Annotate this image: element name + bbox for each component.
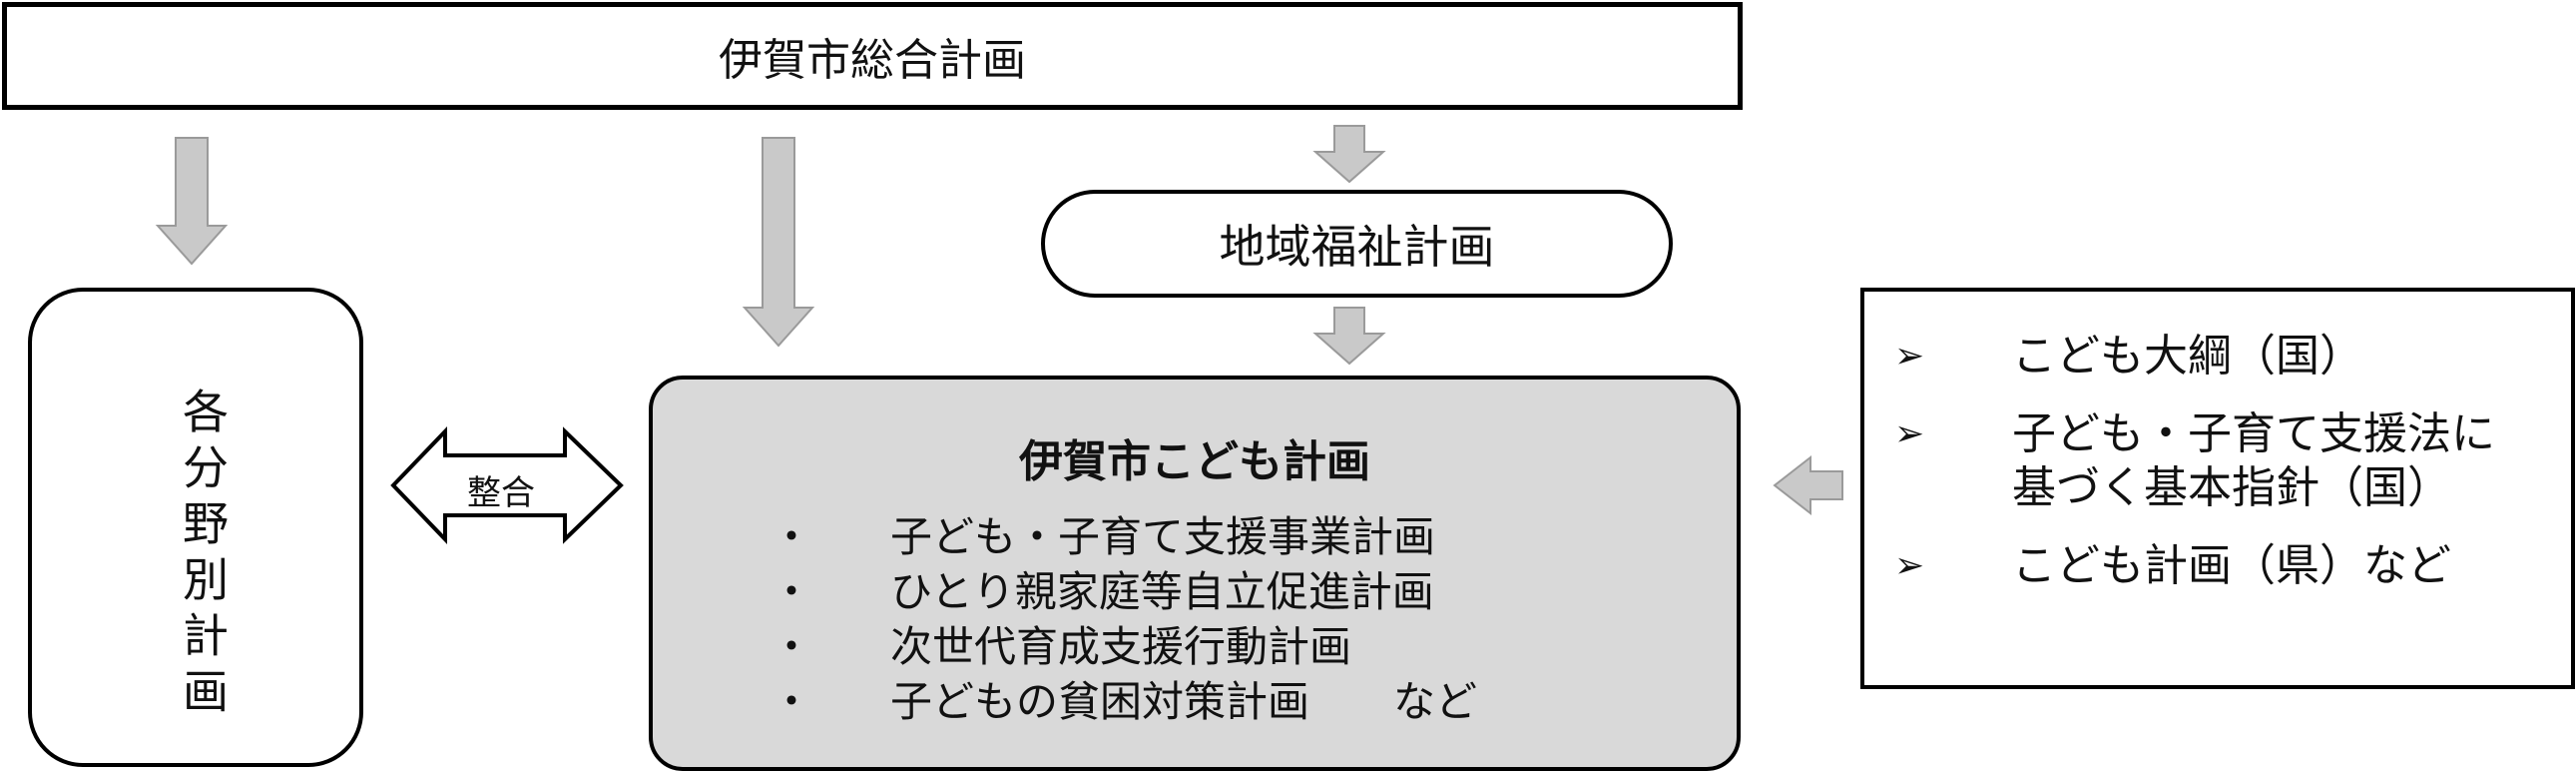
national-guidelines-list: ➢こども大綱（国） ➢子ども・子育て支援法に基づく基本指針（国） ➢こども計画（… <box>1894 330 2531 617</box>
arrowhead-bullet-icon: ➢ <box>1894 545 1925 586</box>
regional-welfare-plan-box: 地域福祉計画 <box>1041 190 1673 298</box>
children-plan-list: ・子ども・子育て支援事業計画 ・ひとり親家庭等自立促進計画 ・次世代育成支援行動… <box>771 509 1477 729</box>
arrow-left-to-main-box <box>1773 454 1843 516</box>
list-item: ・子ども・子育て支援事業計画 <box>771 509 1477 564</box>
children-plan-title: 伊賀市こども計画 <box>1019 436 1370 487</box>
list-item: ・子どもの貧困対策計画 など <box>771 674 1477 729</box>
arrow-down-to-main-box-2 <box>1312 307 1386 366</box>
children-plan-box: 伊賀市こども計画 ・子ども・子育て支援事業計画 ・ひとり親家庭等自立促進計画 ・… <box>649 376 1741 771</box>
sector-plans-title: 各分野別計画 <box>176 387 230 723</box>
arrow-down-to-main-box <box>742 137 815 348</box>
arrowhead-bullet-icon: ➢ <box>1894 336 1925 377</box>
bullet: ・ <box>771 567 813 616</box>
sector-plans-box: 各分野別計画 <box>28 288 363 767</box>
list-item: ➢こども計画（県）など <box>1894 540 2451 591</box>
list-item: ・ひとり親家庭等自立促進計画 <box>771 564 1477 619</box>
bullet: ・ <box>771 677 813 726</box>
bullet: ・ <box>771 512 813 561</box>
arrow-down-to-left-box <box>155 137 229 266</box>
arrowhead-bullet-icon: ➢ <box>1894 413 1925 454</box>
regional-welfare-plan-title: 地域福祉計画 <box>1219 220 1495 274</box>
bullet: ・ <box>771 622 813 671</box>
list-item: ・次世代育成支援行動計画 <box>771 619 1477 674</box>
general-plan-box: 伊賀市総合計画 <box>2 2 1743 110</box>
national-guidelines-box: ➢こども大綱（国） ➢子ども・子育て支援法に基づく基本指針（国） ➢こども計画（… <box>1860 288 2575 689</box>
alignment-label: 整合 <box>467 473 535 513</box>
double-arrow-alignment <box>390 426 624 544</box>
arrow-down-to-regional-box <box>1312 125 1386 184</box>
general-plan-title: 伊賀市総合計画 <box>719 35 1026 86</box>
list-item: ➢子ども・子育て支援法に基づく基本指針（国） <box>1894 408 2495 513</box>
list-item: ➢こども大綱（国） <box>1894 331 2363 382</box>
